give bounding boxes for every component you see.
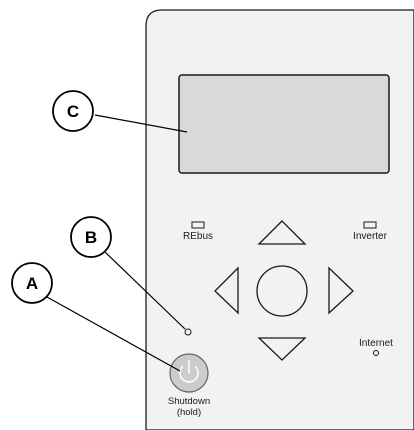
- select-button-icon[interactable]: [256, 265, 308, 317]
- callout-b-letter: B: [85, 228, 97, 247]
- callout-c-letter: C: [67, 102, 79, 121]
- callout-a-leader: [46, 296, 181, 372]
- internet-led: [373, 350, 379, 356]
- power-icon: [179, 360, 199, 383]
- callout-c: C: [52, 90, 94, 132]
- rebus-led: [191, 221, 205, 229]
- arrow-down-icon[interactable]: [257, 337, 307, 361]
- display-screen: [178, 74, 390, 174]
- arrow-up-icon[interactable]: [257, 220, 307, 245]
- arrow-right-icon[interactable]: [328, 266, 354, 315]
- internet-label: Internet: [359, 338, 393, 349]
- callout-b: B: [70, 216, 112, 258]
- callout-b-leader: [104, 251, 186, 330]
- inverter-label: Inverter: [353, 231, 388, 242]
- shutdown-hold-label: (hold): [177, 407, 201, 418]
- callout-a: A: [11, 262, 53, 304]
- callout-c-leader: [94, 114, 188, 133]
- shutdown-label: Shutdown: [168, 396, 210, 407]
- callout-a-letter: A: [26, 274, 38, 293]
- inverter-led: [363, 221, 377, 229]
- status-led: [184, 328, 192, 336]
- arrow-left-icon[interactable]: [214, 266, 239, 315]
- rebus-label: REbus: [183, 231, 213, 242]
